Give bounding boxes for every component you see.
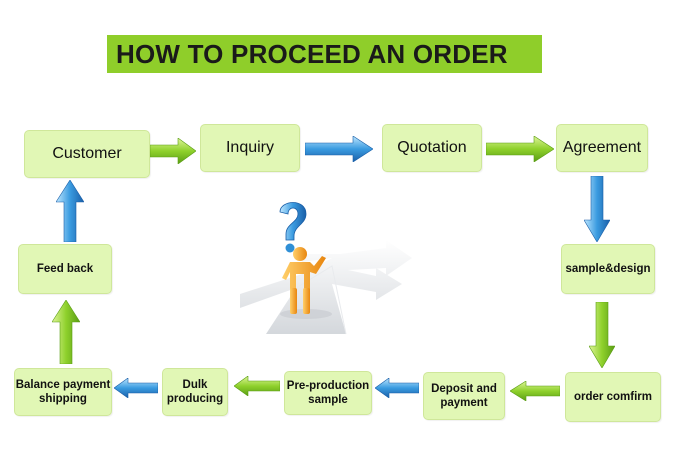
arrow-right-icon <box>486 136 554 162</box>
step-balance-label-1: Balance payment <box>15 379 111 391</box>
step-customer-label: Customer <box>52 145 122 162</box>
step-balance-label-2: shipping <box>39 393 87 405</box>
arrow-up-icon <box>52 300 80 364</box>
arrow-down-icon <box>584 176 610 242</box>
step-pre-production-sample: Pre-production sample <box>284 371 372 415</box>
step-feed-back: Feed back <box>18 244 112 294</box>
arrow-right-icon <box>305 136 373 162</box>
step-quotation-label: Quotation <box>397 139 467 156</box>
arrow-left-icon <box>234 376 280 396</box>
page-title: HOW TO PROCEED AN ORDER <box>116 38 508 69</box>
step-inquiry: Inquiry <box>200 124 300 172</box>
question-person-crossroads-icon <box>240 202 412 335</box>
step-inquiry-label: Inquiry <box>225 139 275 156</box>
step-agreement: Agreement <box>556 124 648 172</box>
arrow-down-icon <box>589 302 615 368</box>
step-customer: Customer <box>24 130 150 178</box>
step-dulk-label-1: Dulk <box>182 379 208 391</box>
step-preproduction-label-2: sample <box>308 394 348 406</box>
step-feed-back-label: Feed back <box>36 263 94 275</box>
arrow-up-icon <box>56 180 84 242</box>
step-quotation: Quotation <box>382 124 482 172</box>
step-deposit-label-2: payment <box>440 397 488 409</box>
step-agreement-label: Agreement <box>562 139 642 156</box>
step-balance-payment-shipping: Balance payment shipping <box>14 368 112 416</box>
step-dulk-label-2: producing <box>166 393 224 405</box>
step-deposit-label-1: Deposit and <box>431 383 497 395</box>
step-sample-design: sample&design <box>561 244 655 294</box>
step-deposit-and-payment: Deposit and payment <box>423 372 505 420</box>
step-preproduction-label-1: Pre-production <box>286 380 370 392</box>
step-order-confirm: order comfirm <box>565 372 661 422</box>
arrow-left-icon <box>114 378 158 398</box>
title-banner: HOW TO PROCEED AN ORDER <box>107 35 542 73</box>
step-order-confirm-label: order comfirm <box>574 391 652 403</box>
step-sample-design-label: sample&design <box>565 263 651 275</box>
arrow-left-icon <box>375 378 419 398</box>
step-dulk-producing: Dulk producing <box>162 368 228 416</box>
arrow-left-icon <box>510 381 560 401</box>
arrow-right-icon <box>150 138 196 164</box>
